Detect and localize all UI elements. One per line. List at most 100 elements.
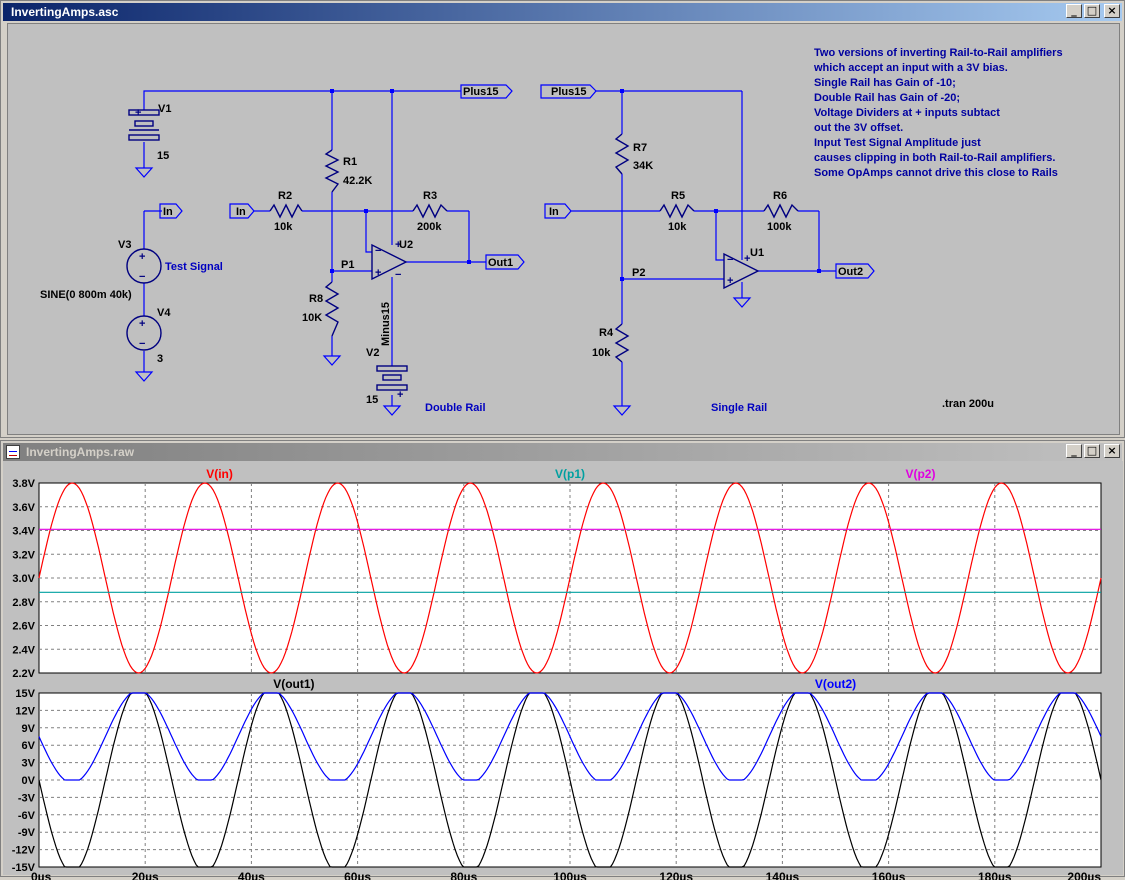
test-signal-label: Test Signal <box>165 261 223 273</box>
r4-resistor[interactable] <box>614 323 630 363</box>
series-v-out1- <box>38 692 1102 868</box>
schematic-captions: Test Signal Double Rail Single Rail <box>165 261 767 414</box>
p1-label: P1 <box>341 259 354 271</box>
u1-opamp[interactable] <box>723 252 760 290</box>
y-tick-label: -15V <box>12 862 36 874</box>
series-v-in- <box>38 482 1102 674</box>
schematic-labels: V1 15 V2 15 V3 SINE(0 800m 40k) V4 3 R1 … <box>40 86 994 410</box>
r7-resistor[interactable] <box>614 133 630 175</box>
u2-opamp[interactable] <box>371 243 408 281</box>
plus15-flag-left: Plus15 <box>463 86 498 98</box>
svg-text:−: − <box>395 269 401 281</box>
r2-name: R2 <box>278 190 292 202</box>
svg-text:+: + <box>135 107 141 119</box>
r1-name: R1 <box>343 156 357 168</box>
schematic-note[interactable]: Two versions of inverting Rail-to-Rail a… <box>814 46 1063 181</box>
out1-flag: Out1 <box>488 257 513 269</box>
r1-resistor[interactable] <box>324 149 340 193</box>
schematic-window-controls: _ □ × <box>1066 4 1120 18</box>
note-line: Some OpAmps cannot drive this close to R… <box>814 167 1058 179</box>
svg-text:−: − <box>139 338 145 350</box>
svg-text:+: + <box>744 253 750 265</box>
r5-value: 10k <box>668 221 687 233</box>
r3-name: R3 <box>423 190 437 202</box>
schematic-canvas[interactable]: ++ +− +− −+ −+ +− + V1 15 V2 15 V3 SINE(… <box>7 23 1120 435</box>
v1-name: V1 <box>158 103 171 115</box>
v1-battery[interactable] <box>128 109 160 141</box>
note-line: Voltage Dividers at + inputs subtact <box>814 107 1000 119</box>
y-tick-label: 15V <box>15 688 35 700</box>
v2-name: V2 <box>366 347 379 359</box>
note-line: Two versions of inverting Rail-to-Rail a… <box>814 47 1063 59</box>
y-tick-label: 3.0V <box>12 573 35 585</box>
x-tick-label: 180µs <box>978 870 1012 880</box>
waveform-titlebar[interactable]: InvertingAmps.raw _ □ × <box>3 443 1122 461</box>
x-tick-label: 80µs <box>450 870 477 880</box>
single-rail-caption: Single Rail <box>711 402 767 414</box>
minimize-button[interactable]: _ <box>1066 4 1082 18</box>
plot-pane-2[interactable]: 15V12V9V6V3V0V-3V-6V-9V-12V-15VV(out1)V(… <box>12 677 1102 874</box>
schematic-drawing: ++ +− +− −+ −+ +− + V1 15 V2 15 V3 SINE(… <box>40 84 994 416</box>
y-tick-label: -6V <box>18 810 36 822</box>
y-tick-label: 3.2V <box>12 549 35 561</box>
close-button[interactable]: × <box>1104 444 1120 458</box>
x-tick-label: 20µs <box>132 870 159 880</box>
v1-value: 15 <box>157 150 169 162</box>
v2-battery[interactable] <box>376 365 408 391</box>
legend-label[interactable]: V(in) <box>206 467 233 481</box>
r7-name: R7 <box>633 142 647 154</box>
junctions <box>330 89 821 281</box>
waveform-plots: 3.8V3.6V3.4V3.2V3.0V2.8V2.6V2.4V2.2VV(in… <box>12 467 1102 880</box>
x-tick-label: 100µs <box>553 870 587 880</box>
r6-resistor[interactable] <box>763 203 799 219</box>
maximize-button[interactable]: □ <box>1084 444 1100 458</box>
y-tick-label: 12V <box>15 705 35 717</box>
v3-name: V3 <box>118 239 131 251</box>
plot-pane-1[interactable]: 3.8V3.6V3.4V3.2V3.0V2.8V2.6V2.4V2.2VV(in… <box>12 467 1102 680</box>
waveform-title: InvertingAmps.raw <box>26 445 135 459</box>
svg-text:+: + <box>395 239 401 251</box>
legend-label[interactable]: V(out1) <box>273 677 314 691</box>
svg-text:+: + <box>375 267 381 279</box>
u2-name: U2 <box>399 239 413 251</box>
v4-value: 3 <box>157 353 163 365</box>
r3-resistor[interactable] <box>412 203 448 219</box>
v3-value: SINE(0 800m 40k) <box>40 289 132 301</box>
in-flag-source: In <box>163 206 173 218</box>
r8-resistor[interactable] <box>324 281 340 337</box>
v4-source[interactable] <box>126 315 162 351</box>
legend-label[interactable]: V(out2) <box>815 677 856 691</box>
svg-text:+: + <box>397 389 403 401</box>
svg-text:−: − <box>375 245 381 257</box>
x-tick-label: 60µs <box>344 870 371 880</box>
x-tick-label: 140µs <box>766 870 800 880</box>
close-button[interactable]: × <box>1104 4 1120 18</box>
svg-text:−: − <box>727 254 733 266</box>
grounds <box>134 167 752 416</box>
u1-name: U1 <box>750 247 764 259</box>
schematic-titlebar[interactable]: InvertingAmps.asc _ □ × <box>3 3 1122 21</box>
note-line: out the 3V offset. <box>814 122 904 134</box>
in-flag-single: In <box>549 206 559 218</box>
legend-label[interactable]: V(p1) <box>555 467 585 481</box>
minimize-button[interactable]: _ <box>1066 444 1082 458</box>
y-tick-label: 2.6V <box>12 621 35 633</box>
v4-name: V4 <box>157 307 171 319</box>
maximize-button[interactable]: □ <box>1084 4 1100 18</box>
y-tick-label: 2.4V <box>12 644 35 656</box>
r2-resistor[interactable] <box>269 203 303 219</box>
r1-value: 42.2K <box>343 175 372 187</box>
r5-resistor[interactable] <box>659 203 695 219</box>
series-v-out2- <box>38 692 1102 781</box>
y-tick-label: -12V <box>12 845 36 857</box>
v3-source[interactable] <box>126 248 162 284</box>
y-tick-label: 0V <box>22 775 36 787</box>
y-tick-label: -3V <box>18 792 36 804</box>
schematic-title: InvertingAmps.asc <box>11 5 119 19</box>
tran-directive[interactable]: .tran 200u <box>942 398 994 410</box>
wires <box>143 90 836 406</box>
p2-label: P2 <box>632 267 645 279</box>
svg-text:+: + <box>139 251 145 263</box>
legend-label[interactable]: V(p2) <box>905 467 935 481</box>
